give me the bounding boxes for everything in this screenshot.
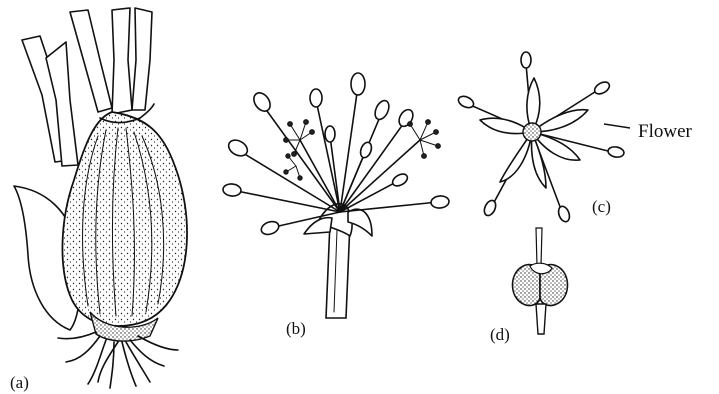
panel-a-label: (a) (10, 373, 29, 392)
panel-b-label: (b) (286, 319, 306, 338)
panel-a: (a) (10, 8, 187, 392)
panel-c-label: (c) (592, 197, 611, 216)
panel-c: Flower (c) (457, 52, 693, 223)
panel-d-label: (d) (490, 325, 510, 344)
ovary-icon (513, 228, 568, 334)
panel-b: (b) (223, 73, 450, 338)
flower-callout-label: Flower (638, 121, 693, 142)
bulb-icon (14, 8, 187, 388)
umbel-icon (223, 73, 450, 318)
panel-d: (d) (490, 228, 568, 344)
flower-callout-line (604, 124, 630, 128)
